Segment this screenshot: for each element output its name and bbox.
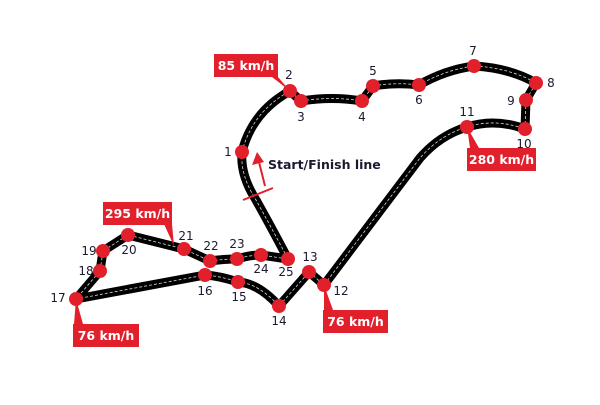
turn-label-8: 8 — [547, 76, 555, 90]
direction-arrow-icon — [252, 152, 264, 165]
turn-label-24: 24 — [253, 262, 269, 276]
turn-label-20: 20 — [121, 243, 137, 257]
turn-label-5: 5 — [369, 64, 377, 78]
turn-marker-15 — [231, 275, 245, 289]
turn-label-14: 14 — [271, 314, 287, 328]
turn-label-21: 21 — [178, 229, 194, 243]
turn-marker-22 — [203, 254, 217, 268]
turn-label-17: 17 — [50, 291, 66, 305]
turn-marker-9 — [519, 93, 533, 107]
turn-label-6: 6 — [415, 93, 423, 107]
turn-label-15: 15 — [231, 290, 247, 304]
turn-marker-14 — [272, 299, 286, 313]
start-finish-line — [242, 187, 274, 201]
turn-marker-19 — [96, 244, 110, 258]
turn-marker-13 — [302, 265, 316, 279]
turn-marker-8 — [529, 76, 543, 90]
turn-marker-24 — [254, 248, 268, 262]
turn-label-3: 3 — [297, 110, 305, 124]
turn-marker-4 — [355, 94, 369, 108]
turn-label-23: 23 — [229, 237, 245, 251]
turn-label-16: 16 — [197, 284, 213, 298]
turn-marker-1 — [235, 145, 249, 159]
start-finish-marker — [242, 152, 274, 201]
turn-label-13: 13 — [302, 250, 318, 264]
turn-marker-3 — [294, 94, 308, 108]
turn-marker-6 — [412, 78, 426, 92]
turn-label-22: 22 — [203, 239, 219, 253]
speed-label-turn-11: 280 km/h — [467, 148, 536, 171]
turn-label-19: 19 — [81, 244, 97, 258]
turn-marker-10 — [518, 122, 532, 136]
speed-label-turn-21: 295 km/h — [103, 202, 172, 225]
turn-marker-17 — [69, 292, 83, 306]
turn-marker-16 — [198, 268, 212, 282]
turn-marker-21 — [177, 242, 191, 256]
turn-marker-25 — [281, 252, 295, 266]
turn-marker-2 — [283, 84, 297, 98]
turn-marker-5 — [366, 79, 380, 93]
turn-label-12: 12 — [333, 284, 349, 298]
turn-marker-7 — [467, 59, 481, 73]
turn-label-11: 11 — [459, 105, 475, 119]
turn-label-10: 10 — [516, 137, 532, 151]
turn-label-9: 9 — [507, 94, 515, 108]
speed-label-turn-12: 76 km/h — [323, 310, 388, 333]
turn-label-7: 7 — [469, 44, 477, 58]
turn-marker-20 — [121, 228, 135, 242]
speed-label-turn-17: 76 km/h — [73, 324, 139, 347]
turn-marker-23 — [230, 252, 244, 266]
turn-marker-11 — [460, 120, 474, 134]
turn-markers — [69, 59, 543, 313]
turn-label-4: 4 — [358, 110, 366, 124]
turn-marker-12 — [317, 278, 331, 292]
turn-label-1: 1 — [224, 145, 232, 159]
turn-label-25: 25 — [278, 265, 294, 279]
turn-label-18: 18 — [78, 264, 94, 278]
start-finish-label: Start/Finish line — [268, 157, 381, 172]
turn-marker-18 — [93, 264, 107, 278]
pointer-295 — [164, 224, 174, 246]
speed-label-turn-2: 85 km/h — [214, 54, 278, 77]
turn-label-2: 2 — [285, 68, 293, 82]
direction-arrow-shaft — [258, 161, 266, 187]
